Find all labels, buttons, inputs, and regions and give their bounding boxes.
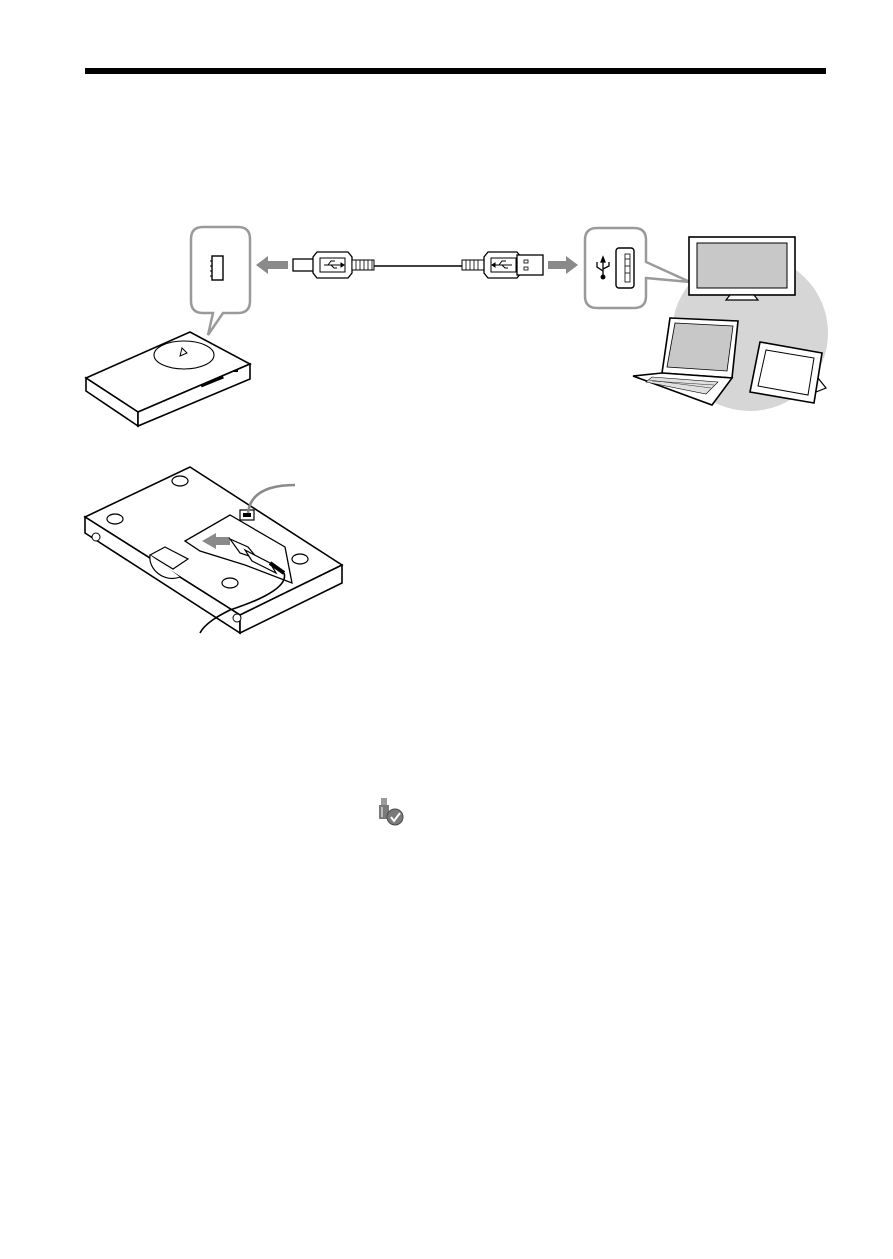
usb-a-port-icon: [616, 248, 634, 288]
rubber-foot: [107, 514, 123, 524]
wireless-storage-device: [86, 332, 250, 426]
arrow-left-icon: [256, 256, 288, 274]
arrow-right-icon: [548, 256, 578, 274]
photo-frame-icon: [750, 342, 826, 403]
safely-remove-hardware-icon: [372, 797, 406, 827]
device-underside-diagram: [70, 455, 360, 645]
usb-a-plug: [462, 252, 543, 278]
connection-diagram: [0, 0, 893, 440]
host-port-callout: [585, 228, 690, 308]
rubber-foot: [222, 578, 238, 588]
rubber-foot: [292, 554, 308, 564]
micro-usb-port-icon: [210, 256, 223, 280]
rubber-foot: [172, 476, 188, 486]
laptop-icon: [633, 318, 738, 405]
tv-icon: [689, 237, 795, 300]
device-port-callout: [191, 227, 250, 335]
micro-usb-plug: [293, 252, 374, 278]
